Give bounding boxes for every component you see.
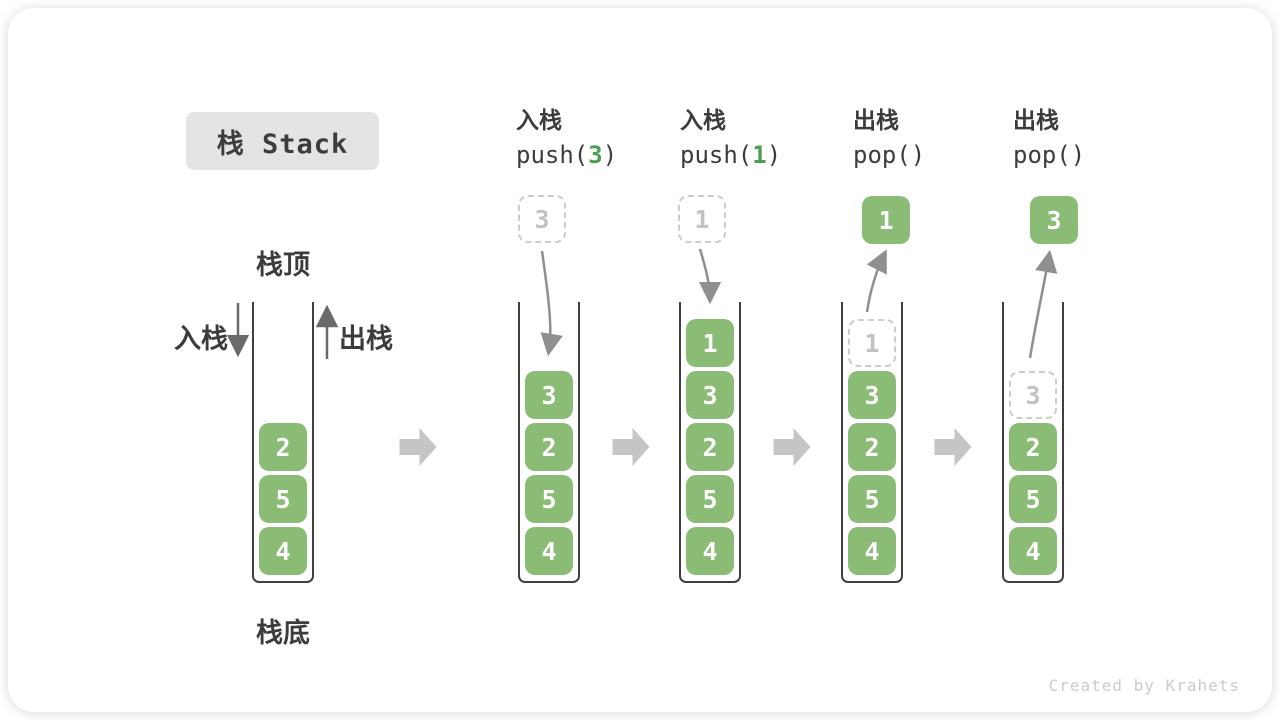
- op-label: 出栈: [853, 108, 899, 134]
- stack-item: 4: [686, 527, 734, 575]
- op-code-arg: 1: [752, 141, 767, 169]
- op-label: 出栈: [1013, 108, 1059, 134]
- stack-item: 2: [686, 423, 734, 471]
- stack-item: 3: [525, 371, 573, 419]
- op-code-pre: push(: [516, 141, 589, 169]
- stack-item: 2: [848, 423, 896, 471]
- op-header-push-2: 入栈 push(1): [680, 104, 781, 173]
- stack-item: 5: [525, 475, 573, 523]
- op-code-pre: pop(: [853, 141, 911, 169]
- stack-item: 2: [525, 423, 573, 471]
- pop-side-label: 出栈: [339, 324, 393, 355]
- op-code-pre: push(: [680, 141, 753, 169]
- stack-item: 5: [259, 475, 307, 523]
- popped-value-box: 3: [1030, 196, 1078, 244]
- op-header-push-1: 入栈 push(3): [516, 104, 617, 173]
- stack-item: 2: [1009, 423, 1057, 471]
- popped-value-box: 1: [862, 196, 910, 244]
- stack-item: 2: [259, 423, 307, 471]
- op-code-post: ): [1070, 141, 1086, 169]
- op-code-pre: pop(: [1013, 141, 1071, 169]
- stack-container: [841, 302, 903, 583]
- stack-container: [518, 302, 580, 583]
- op-code-post: ): [766, 141, 782, 169]
- op-code-post: ): [910, 141, 926, 169]
- op-label: 入栈: [516, 108, 562, 134]
- stack-item-ghost: 1: [848, 319, 896, 367]
- stack-item: 3: [848, 371, 896, 419]
- stack-item: 5: [848, 475, 896, 523]
- floating-ghost-box: 1: [678, 195, 726, 243]
- op-code-post: ): [602, 141, 618, 169]
- stack-item: 4: [1009, 527, 1057, 575]
- op-code: push(3): [516, 138, 617, 173]
- op-header-pop-3: 出栈 pop(): [853, 104, 925, 173]
- op-code: push(1): [680, 138, 781, 173]
- stack-container: [252, 302, 314, 583]
- push-side-label: 入栈: [174, 324, 228, 355]
- stack-item: 4: [525, 527, 573, 575]
- stack-top-label: 栈顶: [256, 250, 310, 281]
- stack-bottom-label: 栈底: [256, 618, 310, 649]
- op-header-pop-4: 出栈 pop(): [1013, 104, 1085, 173]
- op-code: pop(): [853, 138, 925, 173]
- title-badge: 栈 Stack: [186, 112, 379, 170]
- stack-item: 4: [259, 527, 307, 575]
- stack-item: 5: [686, 475, 734, 523]
- stack-item: 3: [686, 371, 734, 419]
- stack-item: 5: [1009, 475, 1057, 523]
- stack-item-ghost: 3: [1009, 371, 1057, 419]
- op-code-arg: 3: [588, 141, 603, 169]
- stack-item: 4: [848, 527, 896, 575]
- watermark: Created by Krahets: [1048, 676, 1240, 695]
- op-code: pop(): [1013, 138, 1085, 173]
- stack-item: 1: [686, 319, 734, 367]
- op-label: 入栈: [680, 108, 726, 134]
- floating-ghost-box: 3: [518, 195, 566, 243]
- stack-container: [679, 302, 741, 583]
- stack-container: [1002, 302, 1064, 583]
